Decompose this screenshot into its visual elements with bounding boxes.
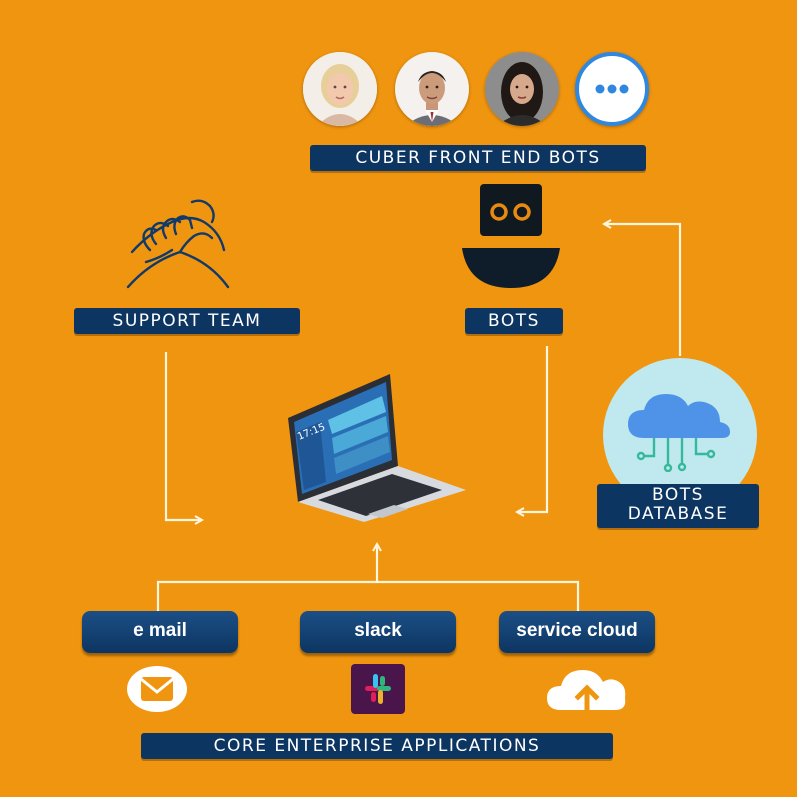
bots-to-laptop-arrow	[517, 346, 549, 512]
cloud-upload-icon	[545, 666, 629, 714]
chat-dot-3	[619, 84, 629, 94]
envelope-icon	[126, 665, 188, 713]
slack-button[interactable]: slack	[300, 611, 456, 653]
core-enterprise-applications-label: CORE ENTERPRISE APPLICATIONS	[141, 733, 613, 759]
chat-dot-2	[607, 84, 617, 94]
bots-database-label-line2: DATABASE	[627, 504, 729, 524]
database-to-bots-arrow	[604, 224, 682, 356]
apps-connector	[156, 580, 580, 615]
slack-icon	[351, 664, 405, 714]
front-end-bots-label: CUBER FRONT END BOTS	[310, 145, 646, 171]
woman-dark-hair-avatar	[485, 52, 559, 126]
support-team-label: SUPPORT TEAM	[74, 308, 300, 334]
service-cloud-button[interactable]: service cloud	[499, 611, 655, 653]
email-button[interactable]: e mail	[82, 611, 238, 653]
bot-head-icon	[462, 184, 562, 290]
woman-blonde-avatar	[303, 52, 377, 126]
man-avatar	[395, 52, 469, 126]
bots-label: BOTS	[465, 308, 563, 334]
laptop-icon: 17:15	[282, 372, 468, 522]
chat-dot-1	[595, 84, 605, 94]
bots-database-label-line1: BOTS	[652, 485, 704, 505]
handshake-icon	[120, 192, 236, 292]
bots-database-label: BOTS DATABASE	[597, 484, 759, 528]
bot-body	[462, 248, 560, 288]
bot-head	[480, 184, 542, 236]
support-to-laptop-arrow	[164, 352, 202, 520]
chat-bubble-avatar	[575, 52, 649, 126]
cloud-network-icon	[624, 388, 734, 472]
